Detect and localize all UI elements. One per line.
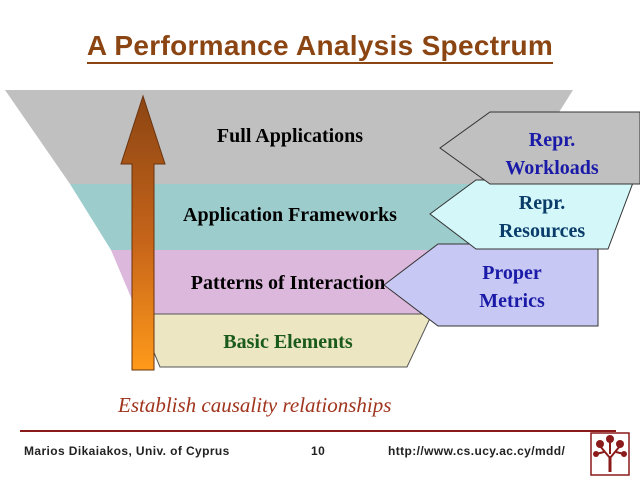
tag-label-repr-workloads: Repr. Workloads	[505, 129, 599, 179]
footer-author: Marios Dikaiakos, Univ. of Cyprus	[24, 444, 230, 458]
tag-label-repr-resources: Repr. Resources	[498, 192, 586, 242]
caption: Establish causality relationships	[118, 393, 392, 417]
slide-title: A Performance Analysis Spectrum	[0, 30, 640, 64]
causality-arrow	[120, 94, 166, 371]
layer-band-application-frameworks	[70, 184, 514, 250]
layer-band-patterns-of-interaction	[111, 250, 466, 314]
tag-label-proper-metrics: Proper Metrics	[479, 262, 545, 312]
layer-label-basic-elements: Basic Elements	[223, 331, 353, 353]
layer-label-patterns-of-interaction: Patterns of Interaction	[190, 272, 386, 294]
layer-label-full-applications: Full Applications	[216, 125, 364, 147]
footer-url: http://www.cs.ucy.ac.cy/mdd/	[388, 444, 566, 458]
layer-label-application-frameworks: Application Frameworks	[183, 204, 397, 226]
tag-shape-repr-workloads	[439, 111, 640, 185]
tree-logo-icon	[590, 432, 630, 476]
footer-divider	[20, 430, 616, 432]
footer-page-number: 10	[311, 444, 326, 458]
